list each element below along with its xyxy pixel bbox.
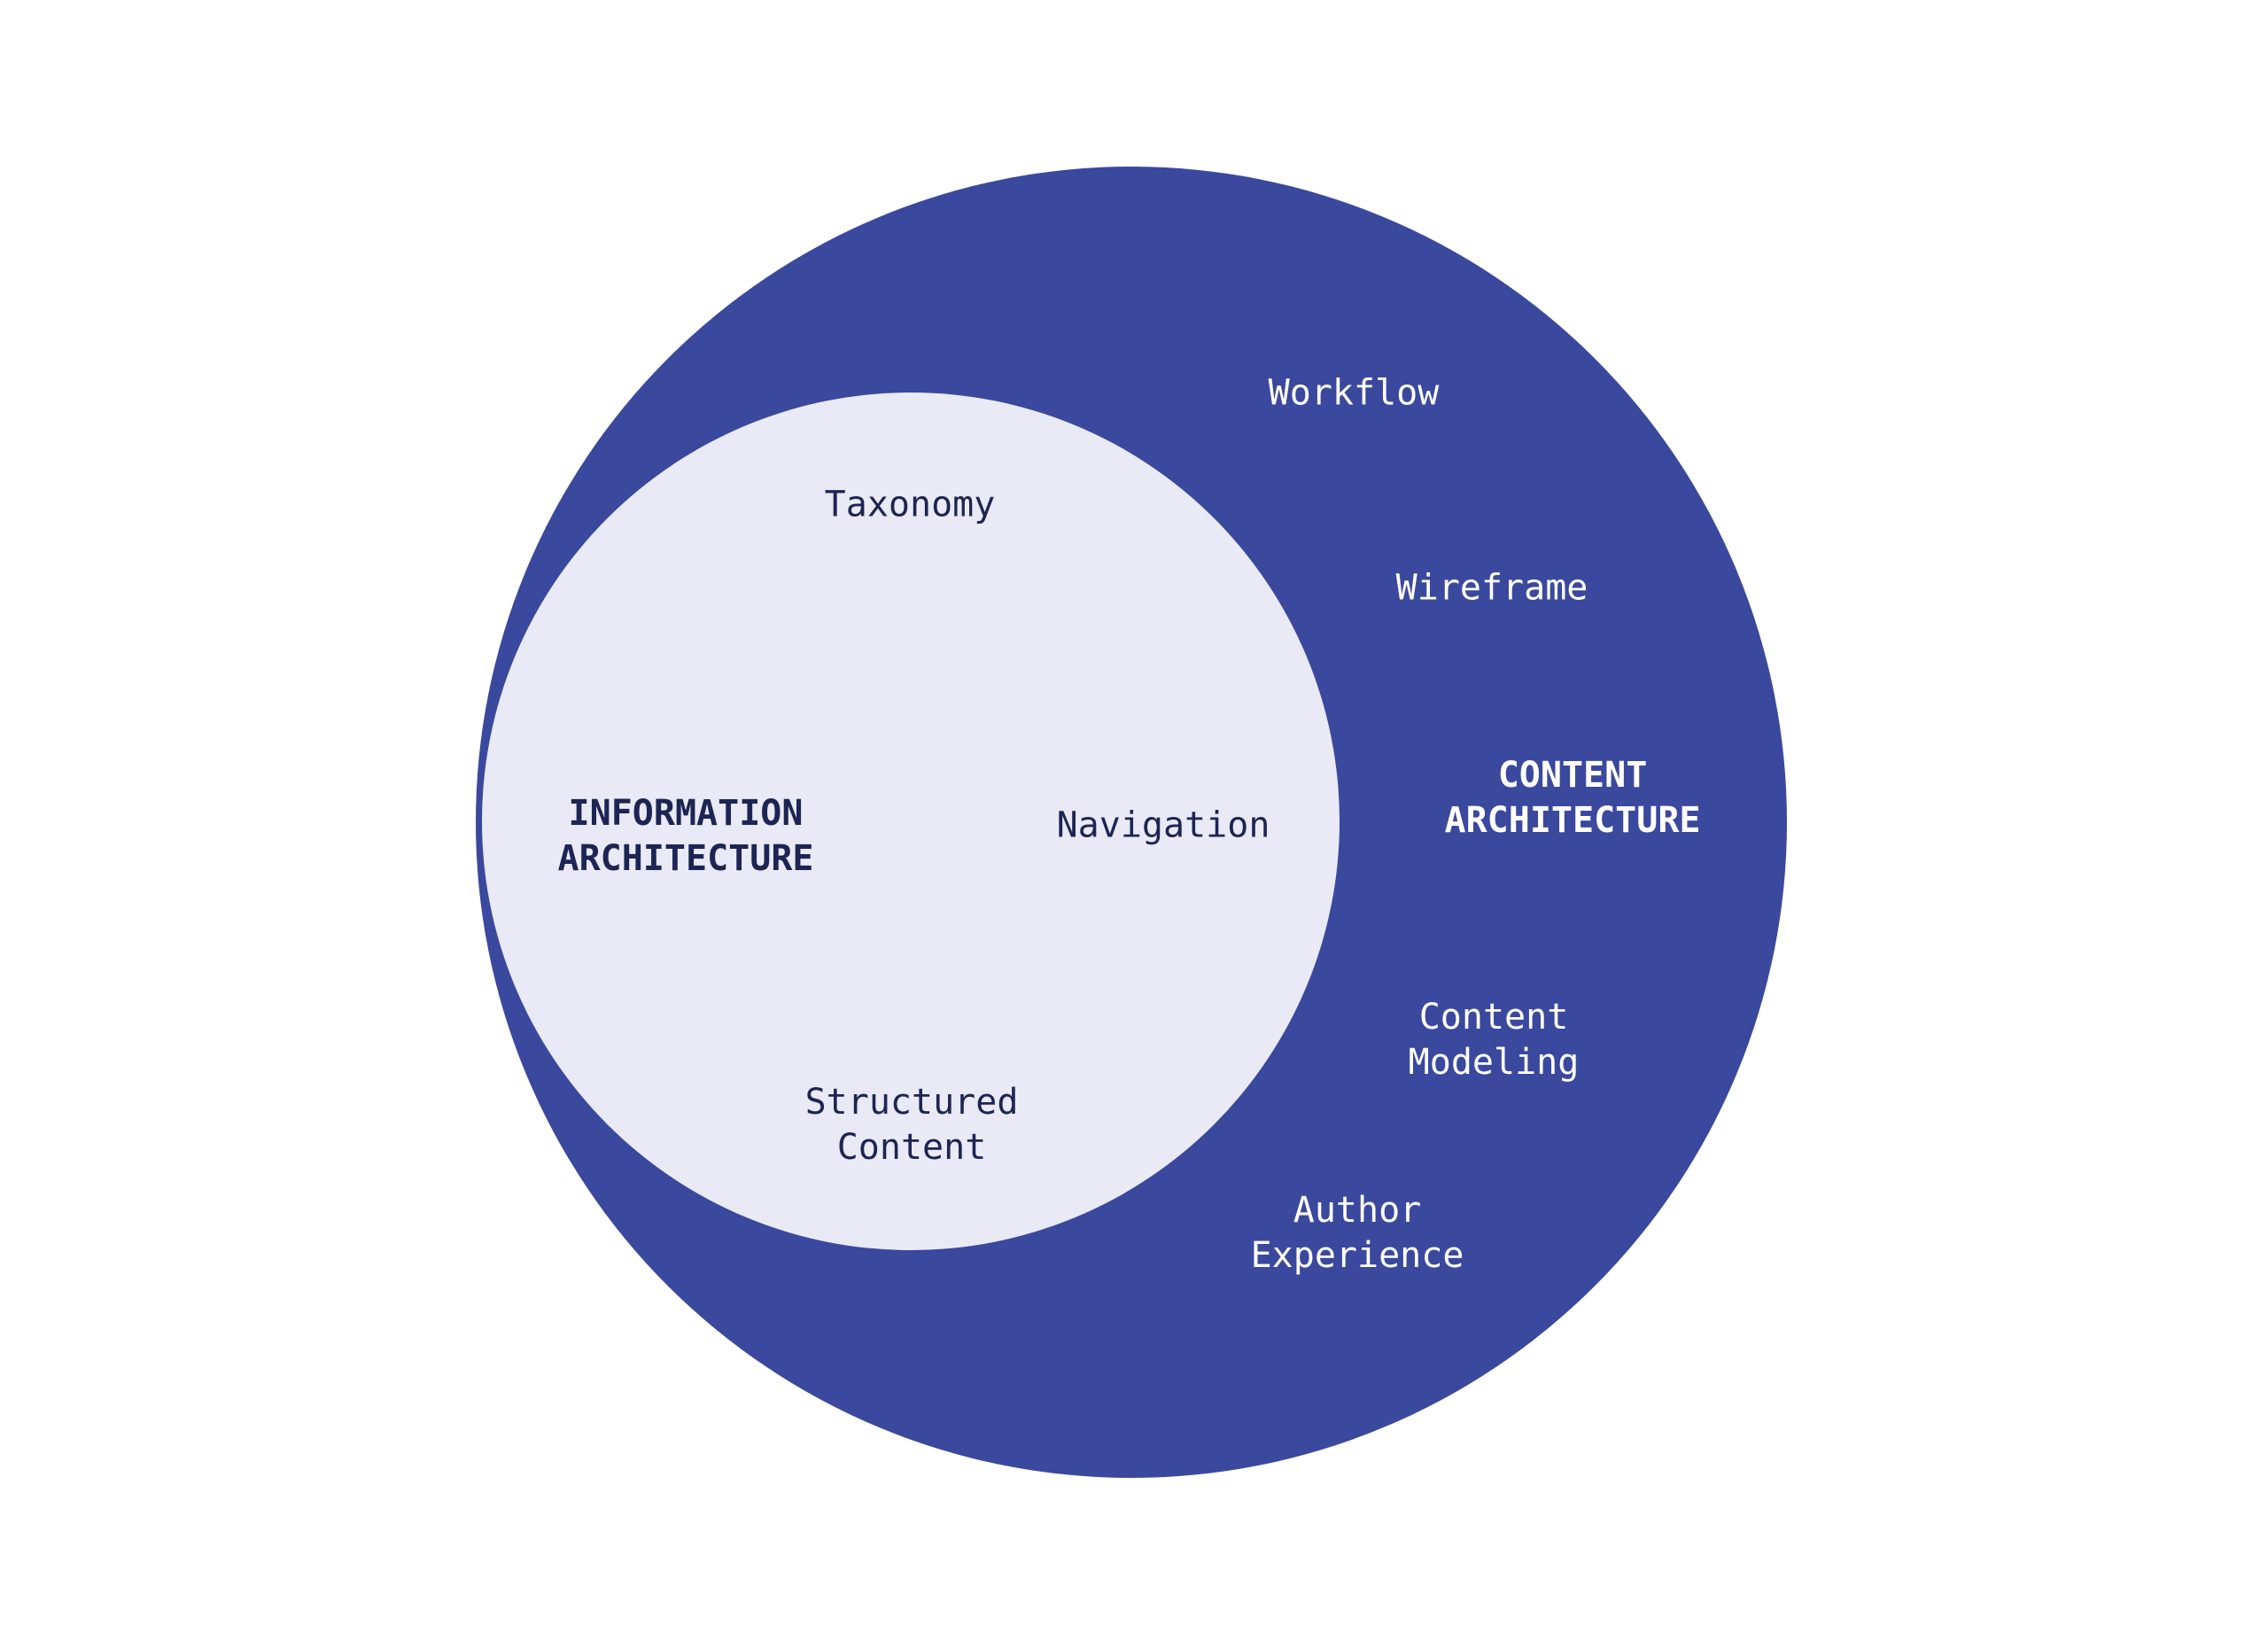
content-architecture-title: CONTENT ARCHITECTURE (1444, 755, 1701, 841)
structured-content-label: Structured Content (804, 1082, 1019, 1168)
information-architecture-title: INFORMATION ARCHITECTURE (557, 793, 814, 879)
content-modeling-label: Content Modeling (1408, 997, 1580, 1083)
workflow-label: Workflow (1268, 372, 1440, 414)
author-experience-label: Author Experience (1250, 1190, 1464, 1276)
information-architecture-circle (482, 393, 1340, 1250)
navigation-label: Navigation (1056, 805, 1270, 846)
taxonomy-label: Taxonomy (824, 484, 996, 525)
wireframe-label: Wireframe (1395, 567, 1588, 609)
